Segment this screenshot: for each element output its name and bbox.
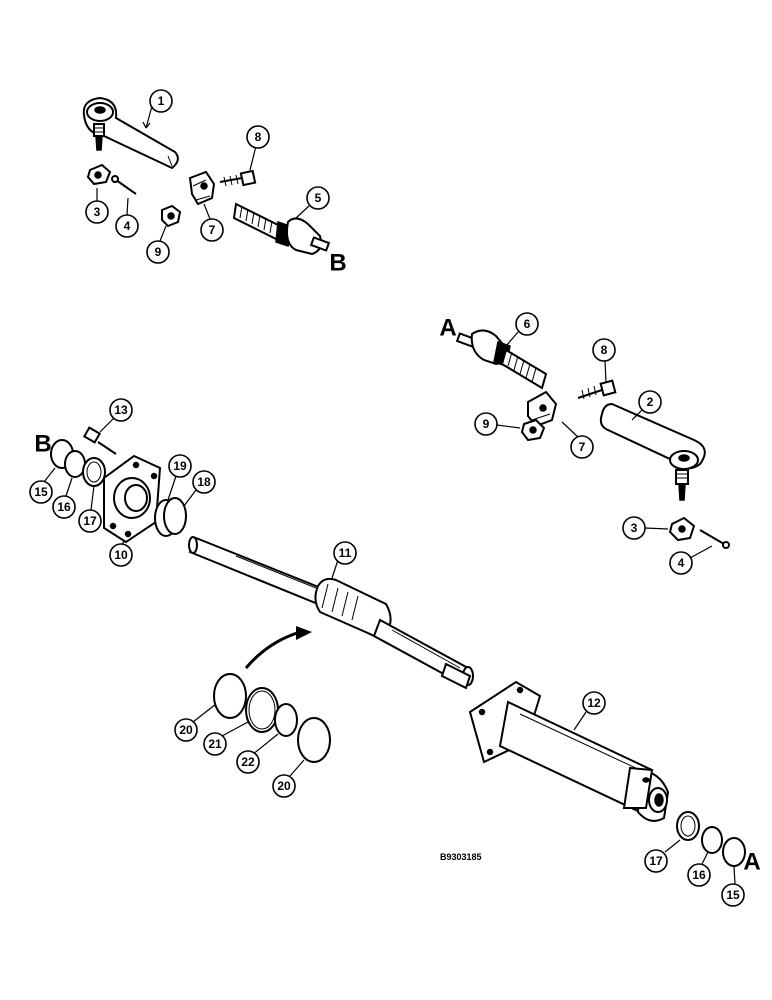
svg-text:8: 8	[601, 343, 608, 357]
svg-text:15: 15	[34, 485, 48, 499]
callout-8-right: 8	[592, 338, 616, 383]
svg-text:20: 20	[277, 779, 291, 793]
seal-ring-left	[64, 450, 86, 478]
svg-text:3: 3	[631, 521, 638, 535]
clamp-right	[527, 390, 558, 428]
callout-12: 12	[573, 691, 606, 731]
seal-ring-right	[701, 826, 723, 854]
capscrew-head	[82, 426, 117, 455]
callout-5: 5	[295, 186, 330, 219]
svg-text:2: 2	[647, 395, 654, 409]
svg-text:8: 8	[255, 130, 262, 144]
svg-text:17: 17	[649, 854, 663, 868]
callout-17-left: 17	[78, 485, 102, 533]
svg-text:16: 16	[692, 868, 706, 882]
svg-text:22: 22	[241, 755, 255, 769]
tie-rod-end-right	[599, 402, 706, 501]
callout-19: 19	[167, 454, 192, 501]
callout-8-left: 8	[246, 125, 270, 171]
clamp-left	[188, 170, 216, 206]
piston-o-ring	[274, 703, 298, 737]
castle-nut-right	[668, 516, 696, 542]
svg-text:5: 5	[315, 191, 322, 205]
nut-left	[161, 204, 182, 228]
end-label-b-top: B	[329, 250, 346, 277]
callout-7-left: 7	[200, 203, 224, 242]
svg-text:9: 9	[155, 245, 162, 259]
piston-wear-ring-2	[297, 717, 331, 763]
bushing-right	[676, 811, 700, 841]
castle-nut-left	[86, 163, 112, 186]
callout-20-a: 20	[174, 703, 217, 742]
svg-text:17: 17	[83, 514, 97, 528]
cylinder-barrel	[468, 680, 670, 822]
callout-10: 10	[109, 539, 133, 567]
callout-21: 21	[203, 721, 249, 756]
callout-13: 13	[99, 398, 133, 433]
svg-text:1: 1	[158, 94, 165, 108]
svg-text:7: 7	[579, 440, 586, 454]
end-label-a-right: A	[743, 849, 760, 876]
callout-16-right: 16	[687, 851, 711, 887]
svg-text:9: 9	[483, 417, 490, 431]
svg-text:20: 20	[179, 723, 193, 737]
bolt-left	[219, 169, 257, 187]
figure-reference-code: B9303185	[440, 852, 482, 862]
svg-text:15: 15	[726, 888, 740, 902]
tie-rod-end-left	[82, 96, 179, 170]
callout-15-left: 15	[29, 467, 56, 504]
callout-16-left: 16	[52, 477, 76, 519]
adjuster-tube-a	[455, 329, 548, 390]
end-label-b-left: B	[34, 431, 51, 458]
end-label-a-top: A	[439, 315, 456, 342]
callout-4-left: 4	[115, 197, 139, 238]
callout-3-right: 3	[622, 516, 669, 540]
svg-text:11: 11	[339, 546, 352, 560]
svg-text:6: 6	[524, 317, 531, 331]
svg-text:4: 4	[678, 556, 685, 570]
wiper-seal-right	[722, 837, 746, 867]
callout-4-right: 4	[669, 545, 713, 575]
piston-seal-ring	[245, 687, 279, 733]
callout-20-b: 20	[272, 759, 305, 798]
callout-9-right: 9	[474, 412, 521, 436]
svg-text:4: 4	[124, 219, 131, 233]
bushing-left	[82, 457, 106, 487]
callout-2: 2	[631, 390, 662, 421]
callout-6: 6	[505, 312, 539, 347]
piston-wear-ring-1	[213, 673, 247, 719]
piston-seal-pointer	[244, 626, 312, 669]
callout-22: 22	[236, 733, 279, 774]
svg-text:3: 3	[94, 205, 101, 219]
callout-18: 18	[183, 470, 216, 507]
svg-text:18: 18	[197, 475, 211, 489]
svg-text:13: 13	[114, 403, 128, 417]
callout-7-right: 7	[561, 421, 594, 459]
callout-11: 11	[331, 541, 357, 579]
callout-17-right: 17	[644, 839, 681, 873]
piston-rod-assembly	[188, 536, 474, 690]
callout-1: 1	[142, 89, 173, 129]
svg-text:12: 12	[587, 696, 601, 710]
callout-15-right: 15	[721, 865, 745, 907]
head-plate-assembly	[103, 454, 162, 544]
cotter-pin-left	[111, 175, 137, 195]
svg-text:21: 21	[208, 737, 222, 751]
nut-right	[520, 418, 546, 442]
svg-text:7: 7	[209, 223, 216, 237]
adjuster-tube-b	[232, 202, 331, 256]
svg-text:10: 10	[114, 548, 128, 562]
callout-3-left: 3	[85, 188, 109, 224]
svg-text:19: 19	[173, 459, 187, 473]
svg-text:16: 16	[57, 500, 71, 514]
cotter-pin-right	[699, 529, 730, 549]
o-ring-head	[163, 497, 187, 535]
bolt-right	[577, 379, 617, 400]
callout-9-left: 9	[146, 225, 170, 264]
